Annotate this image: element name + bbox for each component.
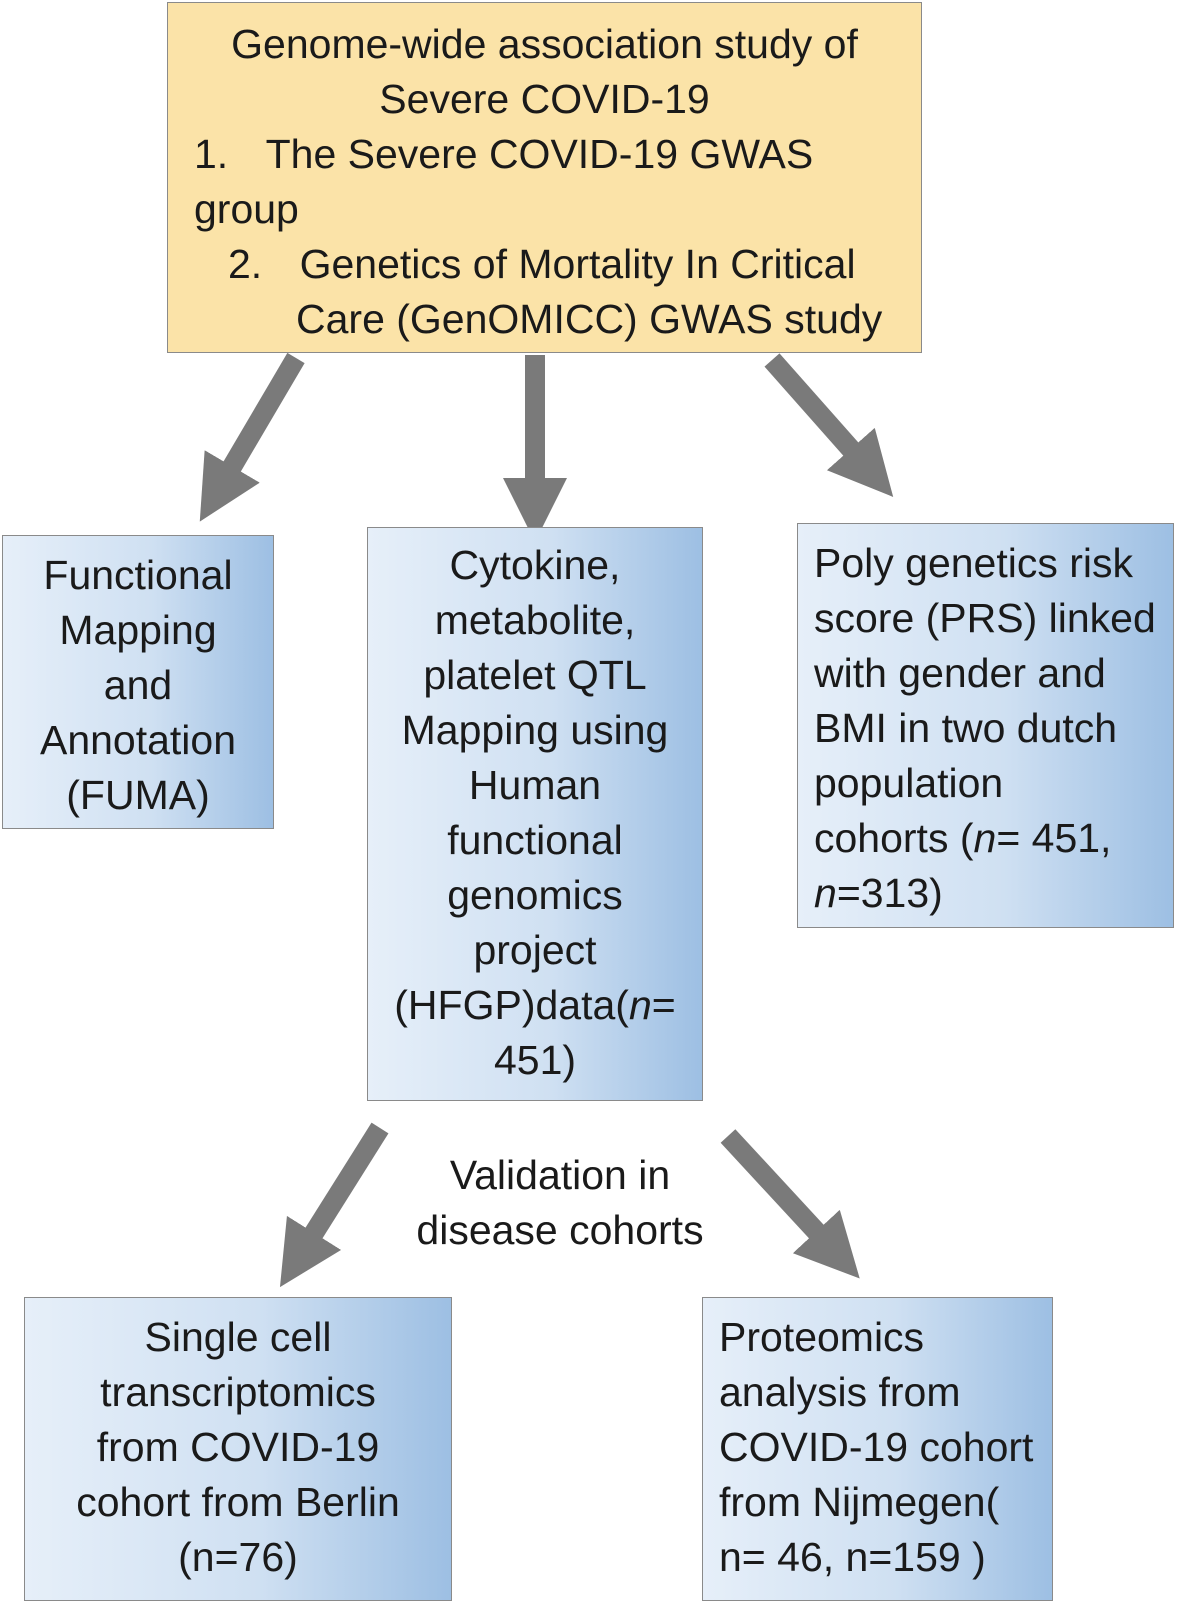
fuma-line-5: (FUMA) [66,772,210,818]
prs-box: Poly genetics risk score (PRS) linked wi… [797,523,1174,928]
qtl-line-2: metabolite, [434,597,636,643]
prs-line-2: score (PRS) linked [814,595,1156,641]
prs-line-7: n=313) [814,866,1165,921]
qtl-line-9-suffix: = [651,982,676,1028]
qtl-line-5: Human [468,762,602,808]
proteomics-line-1: Proteomics [719,1314,925,1360]
qtl-mapping-box: Cytokine, metabolite, platelet QTL Mappi… [367,527,703,1101]
arrow-to-fuma [199,352,305,522]
gwas-source-number-1: 1. [194,131,229,177]
prs-line-6-suffix: = 451, [996,815,1112,861]
proteomics-line-2: analysis from [719,1369,961,1415]
gwas-source-number-2: 2. [228,241,263,287]
single-cell-line-4: cohort from Berlin [76,1479,400,1525]
fuma-line-2: Mapping [59,607,217,653]
proteomics-line-5: n= 46, n=159 ) [719,1534,986,1580]
single-cell-line-2: transcriptomics [100,1369,376,1415]
qtl-line-8: project [473,927,597,973]
prs-line-6-n: n [973,815,997,861]
proteomics-line-3: COVID-19 cohort [719,1424,1034,1470]
gwas-source-list: 1. The Severe COVID-19 GWAS group 2. Gen… [168,127,921,347]
prs-line-1: Poly genetics risk [814,540,1134,586]
proteomics-line-4: from Nijmegen( [719,1479,1000,1525]
gwas-title-line-1: Genome-wide association study of [231,21,858,67]
validation-line-1: Validation in [449,1152,671,1198]
qtl-line-3: platelet QTL [423,652,647,698]
prs-line-7-suffix: =313) [836,870,943,916]
single-cell-line-5: (n=76) [178,1534,298,1580]
proteomics-box: Proteomics analysis from COVID-19 cohort… [702,1297,1053,1601]
prs-line-5: population [814,760,1004,806]
qtl-line-7: genomics [447,872,623,918]
single-cell-line-1: Single cell [144,1314,332,1360]
prs-line-3: with gender and [814,650,1106,696]
fuma-line-4: Annotation [39,717,237,763]
fuma-box: Functional Mapping and Annotation (FUMA) [2,535,274,829]
validation-label: Validation in disease cohorts [410,1148,710,1258]
fuma-line-3: and [103,662,173,708]
prs-line-6: cohorts (n= 451, [814,811,1165,866]
prs-line-6-prefix: cohorts ( [814,815,974,861]
gwas-source-item-2-cont: Care (GenOMICC) GWAS study [168,292,921,347]
single-cell-box: Single cell transcriptomics from COVID-1… [24,1297,452,1601]
qtl-line-9: (HFGP)data(n= [368,978,702,1033]
prs-line-7-n: n [814,870,837,916]
fuma-line-1: Functional [43,552,233,598]
gwas-title-line-2: Severe COVID-19 [379,76,710,122]
gwas-source-text-2b: Care (GenOMICC) GWAS study [296,296,883,342]
qtl-line-1: Cytokine, [449,542,621,588]
gwas-source-text-2: Genetics of Mortality In Critical [299,241,856,287]
qtl-line-4: Mapping using [401,707,669,753]
single-cell-line-3: from COVID-19 [96,1424,380,1470]
prs-line-4: BMI in two dutch [814,705,1118,751]
qtl-line-9-n: n [628,982,652,1028]
qtl-line-6: functional [447,817,623,863]
arrow-to-single-cell [279,1122,389,1288]
arrow-to-proteomics [720,1129,860,1279]
qtl-line-10: 451) [493,1037,577,1083]
qtl-line-9-prefix: (HFGP)data( [394,982,629,1028]
gwas-source-item-1: 1. The Severe COVID-19 GWAS group [168,127,921,237]
arrow-to-prs [764,353,894,497]
gwas-source-text-1: The Severe COVID-19 GWAS group [194,131,814,232]
validation-line-2: disease cohorts [416,1207,704,1253]
gwas-study-box: Genome-wide association study of Severe … [167,2,922,353]
gwas-source-item-2: 2. Genetics of Mortality In Critical [168,237,921,292]
